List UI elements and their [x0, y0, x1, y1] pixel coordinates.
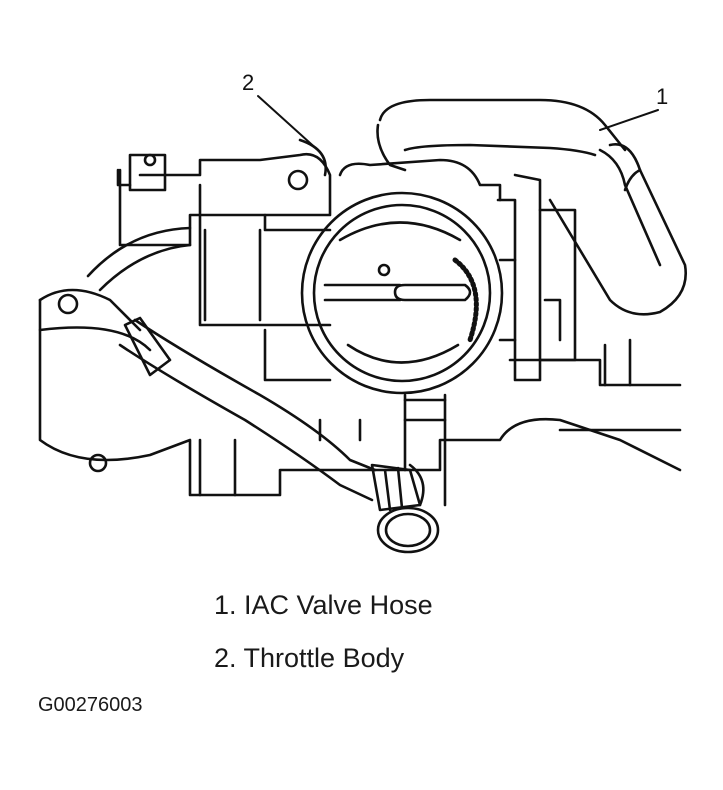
leader-lines: [258, 96, 658, 152]
legend-item-throttle-body: 2. Throttle Body: [214, 643, 405, 673]
callout-number-1: 1: [656, 84, 669, 109]
callout-1-leader: [600, 110, 658, 130]
iac-valve-hose: [378, 100, 686, 314]
lower-hose: [120, 318, 445, 552]
iac-valve-block: [118, 140, 360, 440]
engine-illustration: [0, 0, 723, 560]
callout-number-2: 2: [242, 70, 255, 95]
callout-2-leader: [258, 96, 320, 152]
figure-id: G00276003: [38, 694, 143, 716]
legend-item-iac-valve-hose: 1. IAC Valve Hose: [214, 590, 433, 620]
throttle-body: [302, 160, 575, 393]
intake-manifold: [40, 228, 680, 495]
